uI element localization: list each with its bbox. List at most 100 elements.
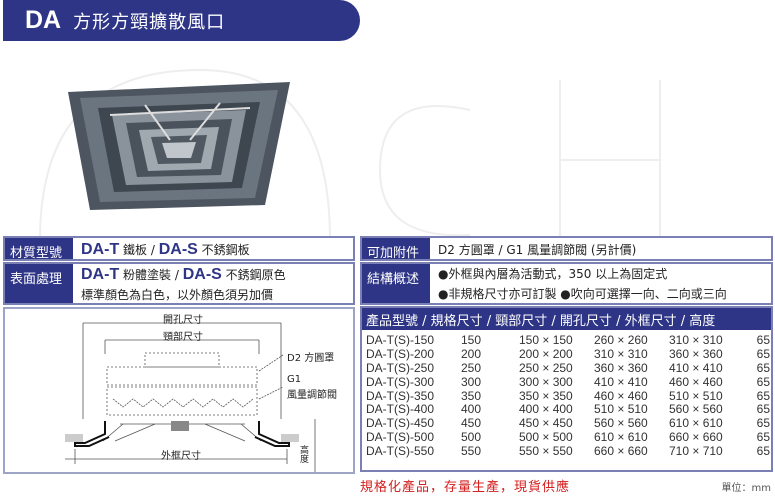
table-cell: DA-T(S)-200 — [366, 346, 435, 361]
structure-line-1: ●外框與內層為活動式，350 以上為固定式 — [438, 267, 668, 281]
table-row: DA-T(S)-450 450 450 × 450 560 × 560 610 × 61… — [362, 416, 771, 431]
table-row: DA-T(S)-200 200 200 × 200 310 × 310 360 × 36… — [362, 346, 771, 362]
g1-label: G1 — [287, 374, 302, 385]
table-row: DA-T(S)-500 500 500 × 500 610 × 610 660 × 66… — [362, 430, 771, 445]
material-t: DA-T — [81, 241, 120, 258]
table-cell: DA-T(S)-300 — [366, 374, 435, 389]
material-s: DA-S — [158, 241, 198, 258]
table-cell: 150 — [461, 333, 482, 347]
material-label: 材質型號 — [5, 238, 73, 261]
table-cell: 550 × 550 — [519, 444, 573, 459]
opening-size-label: 開孔尺寸 — [163, 315, 203, 326]
table-cell: 460 × 460 — [594, 388, 648, 403]
material-t-text: 鐵板 / — [123, 243, 159, 257]
table-cell: DA-T(S)-450 — [366, 416, 435, 431]
diffuser-photo — [68, 82, 290, 210]
material-s-text: 不銹鋼板 — [201, 243, 250, 257]
finish-row: 表面處理 DA-T 粉體塗裝 / DA-S 不銹鋼原色 標準顏色為白色，以外顏色… — [3, 262, 355, 305]
table-cell: 400 × 400 — [519, 402, 573, 417]
table-cell: 450 — [461, 416, 482, 431]
height-label: 高度 — [298, 445, 308, 463]
frame-size-label: 外框尺寸 — [161, 451, 201, 462]
table-cell: 660 × 660 — [669, 430, 723, 445]
table-cell: 500 — [461, 430, 482, 445]
unit-label: 單位：mm — [721, 483, 771, 494]
slogan: 規格化產品，存量生產，現貨供應 — [360, 480, 571, 495]
table-cell: 260 × 260 — [594, 333, 648, 347]
table-cell: 150 × 150 — [519, 333, 573, 347]
structure-row: 結構概述 ●外框與內層為活動式，350 以上為固定式 ●非規格尺寸亦可訂製 ●吹… — [360, 262, 773, 305]
table-cell: 65 — [756, 374, 770, 389]
table-cell: DA-T(S)-250 — [366, 360, 435, 375]
table-cell: 510 × 510 — [594, 402, 648, 417]
finish-s: DA-S — [182, 266, 222, 283]
diagram-drawing — [65, 322, 316, 472]
table-cell: 550 — [461, 444, 482, 459]
product-title: 方形方頸擴散風口 — [73, 11, 226, 33]
finish-t: DA-T — [81, 266, 120, 283]
table-cell: 350 × 350 — [519, 388, 573, 403]
finish-label: 表面處理 — [5, 264, 73, 303]
table-cell: 560 × 560 — [669, 402, 723, 417]
neck-size-label: 頸部尺寸 — [163, 332, 203, 343]
finish-s-text: 不銹鋼原色 — [225, 268, 286, 282]
watermark-logo — [39, 68, 661, 240]
table-cell: 350 — [461, 388, 482, 403]
accessories-text: D2 方圓罩 / G1 風量調節閥 (另計價) — [438, 243, 637, 257]
title-banner: DA 方形方頸擴散風口 — [3, 0, 360, 41]
table-cell: 65 — [756, 416, 770, 431]
table-cell: 610 × 610 — [669, 416, 723, 431]
table-cell: 65 — [756, 346, 770, 361]
table-cell: 460 × 460 — [669, 374, 723, 389]
table-cell: 65 — [756, 388, 770, 403]
table-row: DA-T(S)-150 150 150 × 150 260 × 260 310 × 31… — [362, 333, 771, 348]
table-cell: 610 × 610 — [594, 430, 648, 445]
table-cell: 710 × 710 — [669, 444, 723, 459]
table-cell: 410 × 410 — [594, 374, 648, 389]
table-cell: 310 × 310 — [669, 333, 723, 347]
table-cell: 310 × 310 — [594, 346, 648, 361]
structure-label: 結構概述 — [362, 264, 430, 303]
table-cell: 200 — [461, 346, 482, 361]
table-cell: 200 × 200 — [519, 346, 573, 361]
dimension-diagram: 開孔尺寸 頸部尺寸 D2 方圓罩 G1 風量調節閥 外框尺寸 高度 — [3, 307, 355, 474]
table-cell: 660 × 660 — [594, 444, 648, 459]
table-row: DA-T(S)-250 250 250 × 250 360 × 360 410 × 41… — [362, 360, 771, 376]
material-row: 材質型號 DA-T 鐵板 / DA-S 不銹鋼板 — [3, 236, 355, 261]
table-cell: 65 — [756, 402, 770, 417]
table-cell: 65 — [756, 333, 770, 347]
table-cell: DA-T(S)-350 — [366, 388, 435, 403]
table-cell: DA-T(S)-400 — [366, 402, 435, 417]
finish-note: 標準顏色為白色，以外顏色須另加價 — [81, 288, 274, 302]
table-cell: 450 × 450 — [519, 416, 573, 431]
table-cell: 65 — [756, 430, 770, 445]
structure-line-2: ●非規格尺寸亦可訂製 ●吹向可選擇一向、二向或三向 — [438, 287, 727, 301]
g1-damper-label: 風量調節閥 — [287, 390, 337, 401]
table-cell: 410 × 410 — [669, 360, 723, 375]
accessories-row: 可加附件 D2 方圓罩 / G1 風量調節閥 (另計價) — [360, 236, 773, 261]
table-cell: 250 × 250 — [519, 360, 573, 375]
finish-t-text: 粉體塗裝 / — [123, 268, 183, 282]
table-cell: 360 × 360 — [594, 360, 648, 375]
table-cell: 500 × 500 — [519, 430, 573, 445]
table-row: DA-T(S)-350 350 350 × 350 460 × 460 510 × 51… — [362, 388, 771, 404]
spec-table: 產品型號 / 規格尺寸 / 頸部尺寸 / 開孔尺寸 / 外框尺寸 / 高度 DA… — [360, 306, 773, 472]
table-cell: 400 — [461, 402, 482, 417]
table-cell: 300 — [461, 374, 482, 389]
table-header: 產品型號 / 規格尺寸 / 頸部尺寸 / 開孔尺寸 / 外框尺寸 / 高度 — [362, 308, 771, 330]
accessories-label: 可加附件 — [362, 238, 430, 261]
table-cell: 560 × 560 — [594, 416, 648, 431]
table-cell: DA-T(S)-150 — [366, 333, 435, 347]
table-row: DA-T(S)-400 400 400 × 400 510 × 510 560 × 56… — [362, 403, 771, 417]
table-cell: DA-T(S)-500 — [366, 430, 435, 445]
table-row: DA-T(S)-550 550 550 × 550 660 × 660 710 × 71… — [362, 444, 771, 459]
product-code: DA — [25, 6, 62, 34]
table-cell: 300 × 300 — [519, 374, 573, 389]
table-cell: DA-T(S)-550 — [366, 444, 435, 459]
table-row: DA-T(S)-300 300 300 × 300 410 × 410 460 × 46… — [362, 374, 771, 390]
table-cell: 510 × 510 — [669, 388, 723, 403]
table-cell: 360 × 360 — [669, 346, 723, 361]
table-cell: 250 — [461, 360, 482, 375]
d2-label: D2 方圓罩 — [287, 353, 335, 364]
table-cell: 65 — [756, 444, 770, 459]
